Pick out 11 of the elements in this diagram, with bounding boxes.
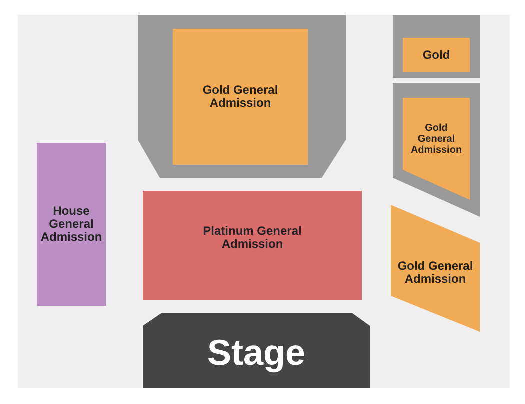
seating-section: [173, 29, 308, 165]
section-label: Platinum General Admission: [202, 224, 303, 250]
seating-section: [37, 143, 106, 306]
seating-section: [143, 191, 362, 300]
section-label: House General Admission: [40, 205, 103, 244]
section-label: Gold: [422, 48, 450, 62]
seating-section: [403, 38, 470, 72]
section-label: Gold General Admission: [396, 260, 474, 286]
section-label: Gold General Admission: [202, 84, 280, 110]
stage-label: Stage: [207, 332, 306, 372]
section-label: Gold General Admission: [410, 122, 464, 156]
